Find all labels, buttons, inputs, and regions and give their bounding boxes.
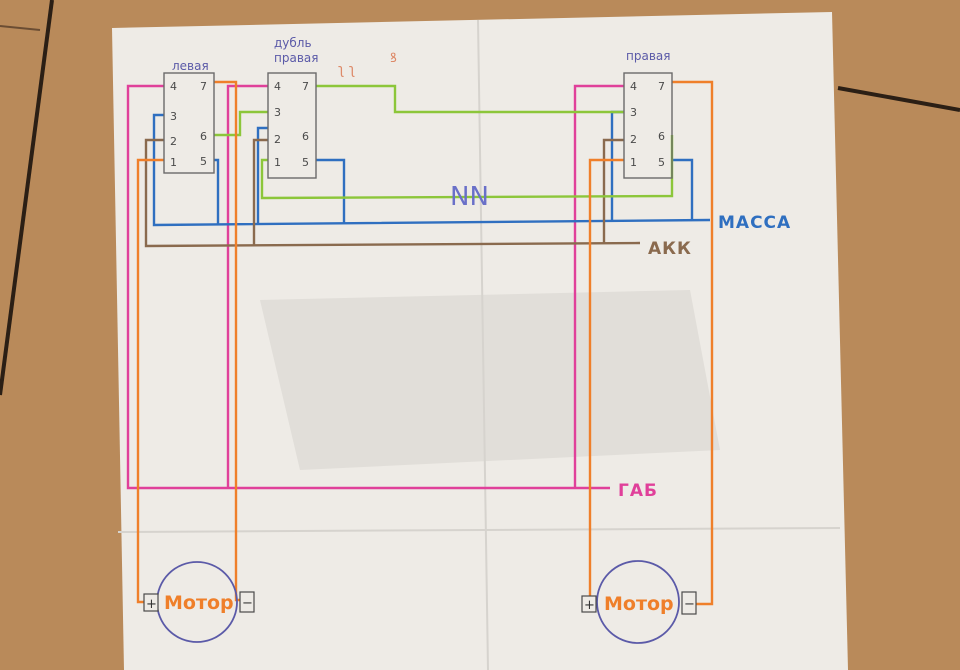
- pin-label: 1: [630, 156, 637, 169]
- parking-lights-wires: [126, 84, 624, 490]
- pin-label: 2: [274, 133, 281, 146]
- pin-label: 3: [274, 106, 281, 119]
- pin-label: 6: [302, 130, 309, 143]
- paper-fold: [477, 19, 489, 670]
- paper-shadow: [260, 290, 720, 470]
- switch-body: [623, 72, 673, 179]
- floor-seam: [837, 86, 960, 112]
- pin-label: 4: [274, 80, 281, 93]
- motor-label: Мотор: [164, 592, 234, 614]
- motor-terminal-plus: [143, 593, 159, 612]
- red-doodle: ʅ ʅ: [338, 62, 355, 78]
- pin-label: 7: [302, 80, 309, 93]
- pin-label: 5: [658, 156, 665, 169]
- battery-wires: [144, 138, 641, 248]
- plus-sign: +: [146, 597, 157, 612]
- switch-title: левая: [172, 59, 209, 73]
- switch-left: левая 4 3 2 1 7 6 5: [163, 59, 215, 174]
- pin-label: 7: [200, 80, 207, 93]
- pin-label: 2: [630, 133, 637, 146]
- paper-sheet: [112, 12, 848, 670]
- motor-right: + − Мотор: [581, 560, 697, 644]
- pin-label: 6: [200, 130, 207, 143]
- floor-seam: [0, 0, 54, 396]
- plus-sign: +: [584, 598, 595, 613]
- pin-label: 3: [630, 106, 637, 119]
- motor-left: + − Мотор: [143, 561, 255, 643]
- switch-title-line2: правая: [274, 51, 318, 65]
- motor-terminal-minus: [681, 591, 697, 615]
- pin-label: 3: [170, 110, 177, 123]
- pin-label: 5: [200, 155, 207, 168]
- scribble-mark: NN: [450, 182, 489, 212]
- pin-label: 6: [658, 130, 665, 143]
- motor-terminal-minus: [239, 591, 255, 613]
- switch-dubl: дубль правая 4 3 2 1 7 6 5: [267, 36, 318, 179]
- pin-label: 1: [274, 156, 281, 169]
- pin-label: 5: [302, 156, 309, 169]
- minus-sign: −: [242, 596, 253, 611]
- motor-terminal-plus: [581, 595, 597, 613]
- switch-title: правая: [626, 49, 670, 63]
- pin-label: 4: [170, 80, 177, 93]
- pin-label: 4: [630, 80, 637, 93]
- parking-lights-label: ГАБ: [618, 481, 658, 501]
- switch-body: [163, 72, 215, 174]
- switch-title-line1: дубль: [274, 36, 312, 50]
- red-doodle: ꝸ: [390, 51, 397, 66]
- ground-wires: [152, 110, 711, 227]
- ground-label: МАССА: [718, 213, 791, 233]
- paper-fold: [117, 527, 841, 533]
- pin-label: 2: [170, 135, 177, 148]
- motor-body: [596, 560, 680, 644]
- pin-label: 1: [170, 156, 177, 169]
- switch-body: [267, 72, 317, 179]
- battery-label: АКК: [648, 239, 692, 259]
- switch-right: правая 4 3 2 1 7 6 5: [623, 49, 673, 179]
- pin-label: 7: [658, 80, 665, 93]
- minus-sign: −: [684, 597, 695, 612]
- motor-label: Мотор: [604, 593, 674, 615]
- floor-seam: [0, 25, 41, 31]
